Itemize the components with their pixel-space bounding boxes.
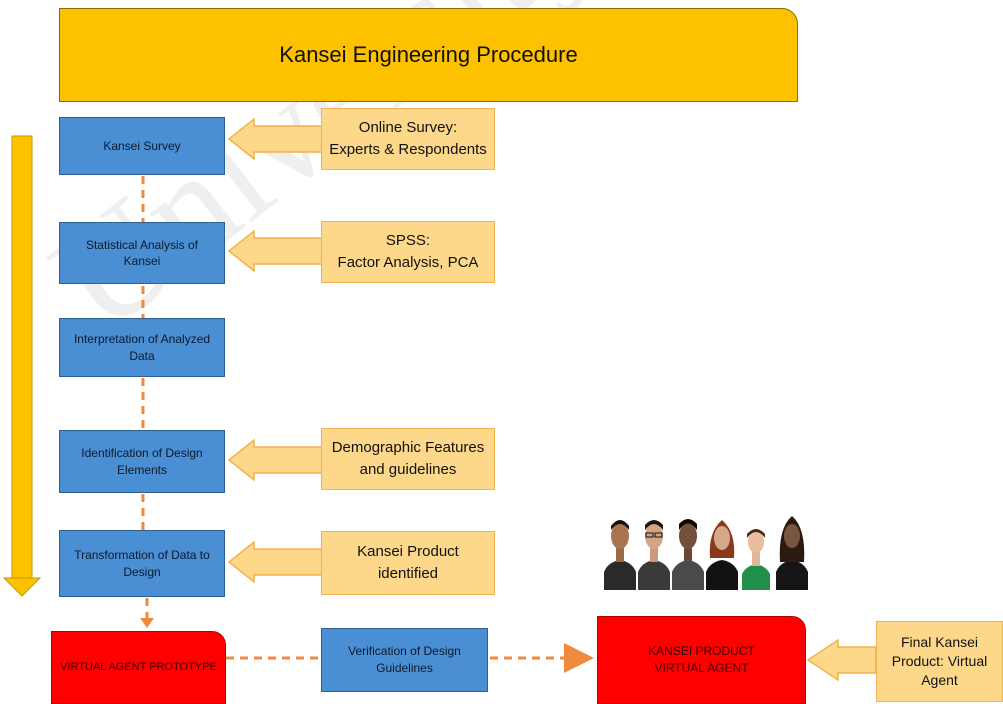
male-avatar-icon (672, 519, 704, 590)
virtual-agent-avatars (604, 512, 814, 590)
input-arrow-4 (227, 540, 323, 584)
avatars-illustration (604, 516, 808, 590)
step-statistical-analysis: Statistical Analysis of Kansei (59, 222, 225, 284)
step-interpretation: Interpretation of Analyzed Data (59, 318, 225, 377)
process-direction-arrow (2, 135, 42, 597)
input-arrow-final (806, 638, 877, 682)
input-demographic-features: Demographic Features and guidelines (321, 428, 495, 490)
input-kansei-product: Kansei Product identified (321, 531, 495, 595)
kansei-product-virtual-agent: KANSEI PRODUCT VIRTUAL AGENT (597, 616, 806, 704)
female-avatar-dark-icon (776, 516, 808, 590)
virtual-agent-prototype: VIRTUAL AGENT PROTOTYPE (51, 631, 226, 704)
step-identification: Identification of Design Elements (59, 430, 225, 493)
input-arrow-2 (227, 229, 323, 273)
final-kansei-product: Final Kansei Product: Virtual Agent (876, 621, 1003, 702)
step-transformation: Transformation of Data to Design (59, 530, 225, 597)
verification-design-guidelines: Verification of Design Guidelines (321, 628, 488, 692)
male-avatar-glasses-icon (638, 520, 670, 590)
input-spss: SPSS: Factor Analysis, PCA (321, 221, 495, 283)
step-kansei-survey: Kansei Survey (59, 117, 225, 175)
female-avatar-icon (742, 529, 770, 590)
input-arrow-3 (227, 438, 323, 482)
input-arrow-1 (227, 117, 323, 161)
input-online-survey: Online Survey: Experts & Respondents (321, 108, 495, 170)
diagram-title: Kansei Engineering Procedure (59, 8, 798, 102)
connector-arrowhead (140, 618, 154, 628)
female-avatar-red-hair-icon (706, 520, 738, 590)
male-avatar-icon (604, 520, 636, 590)
